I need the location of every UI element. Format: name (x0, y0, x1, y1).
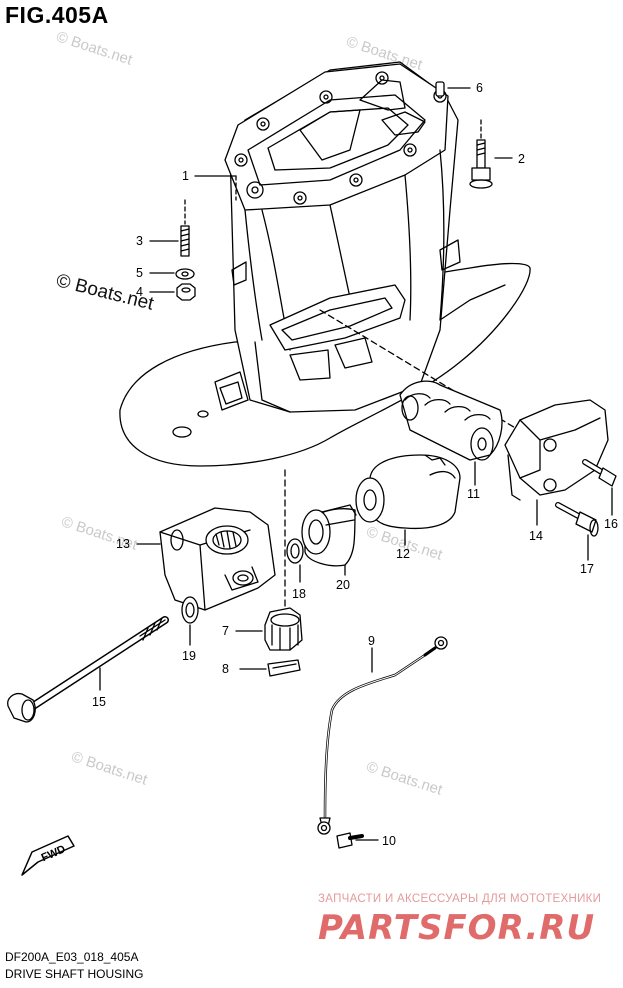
drive-shaft-housing (119, 61, 531, 467)
part-14-mount-bracket (504, 399, 609, 526)
part-label-7: 7 (222, 624, 229, 638)
part-label-17: 17 (580, 562, 594, 576)
part-label-20: 20 (336, 578, 350, 592)
part-16-bolt (582, 459, 617, 516)
part-label-11: 11 (467, 487, 480, 501)
shop-logo[interactable]: PARTSFOR.RU (318, 908, 596, 948)
part-5-washer (149, 268, 195, 280)
part-12-upper-mount (355, 454, 461, 546)
part-label-13: 13 (116, 537, 130, 551)
part-3-stud (149, 199, 190, 257)
part-7-nut (235, 607, 303, 651)
part-8-clip (239, 659, 301, 677)
part-18-washer (286, 538, 304, 583)
part-label-5: 5 (136, 266, 143, 280)
part-4-nut (149, 283, 196, 301)
part-label-16: 16 (604, 517, 618, 531)
part-label-1: 1 (182, 169, 189, 183)
figure-code: DF200A_E03_018_405A (5, 950, 139, 964)
part-17-bolt (555, 502, 599, 561)
shop-tagline: ЗАПЧАСТИ И АКСЕССУАРЫ ДЛЯ МОТОТЕХНИКИ (318, 893, 602, 905)
part-label-2: 2 (518, 152, 525, 166)
figure-title: FIG.405A (5, 2, 109, 28)
part-20-damper (301, 504, 357, 576)
figure-name: DRIVE SHAFT HOUSING (5, 967, 144, 981)
part-label-3: 3 (136, 234, 143, 248)
part-label-8: 8 (222, 662, 229, 676)
part-label-19: 19 (182, 649, 196, 663)
part-15-long-bolt (7, 616, 169, 723)
part-label-14: 14 (529, 529, 543, 543)
fwd-direction-arrow: FWD (21, 835, 75, 876)
part-label-4: 4 (136, 285, 143, 299)
part-label-9: 9 (368, 634, 375, 648)
part-13-clamp (136, 507, 276, 611)
part-label-15: 15 (92, 695, 106, 709)
part-2-bolt (469, 119, 513, 189)
part-labels: 1 2 3 4 5 6 7 8 9 10 11 12 13 14 15 16 1… (92, 81, 618, 848)
part-label-18: 18 (292, 587, 306, 601)
part-10-screw (336, 832, 379, 849)
part-label-10: 10 (382, 834, 396, 848)
part-11-mount-rubber (399, 380, 503, 486)
part-label-6: 6 (476, 81, 483, 95)
part-9-ground-wire (317, 636, 448, 835)
part-19-washer (181, 596, 199, 646)
part-6-pin (435, 81, 471, 97)
part-label-12: 12 (396, 547, 410, 561)
